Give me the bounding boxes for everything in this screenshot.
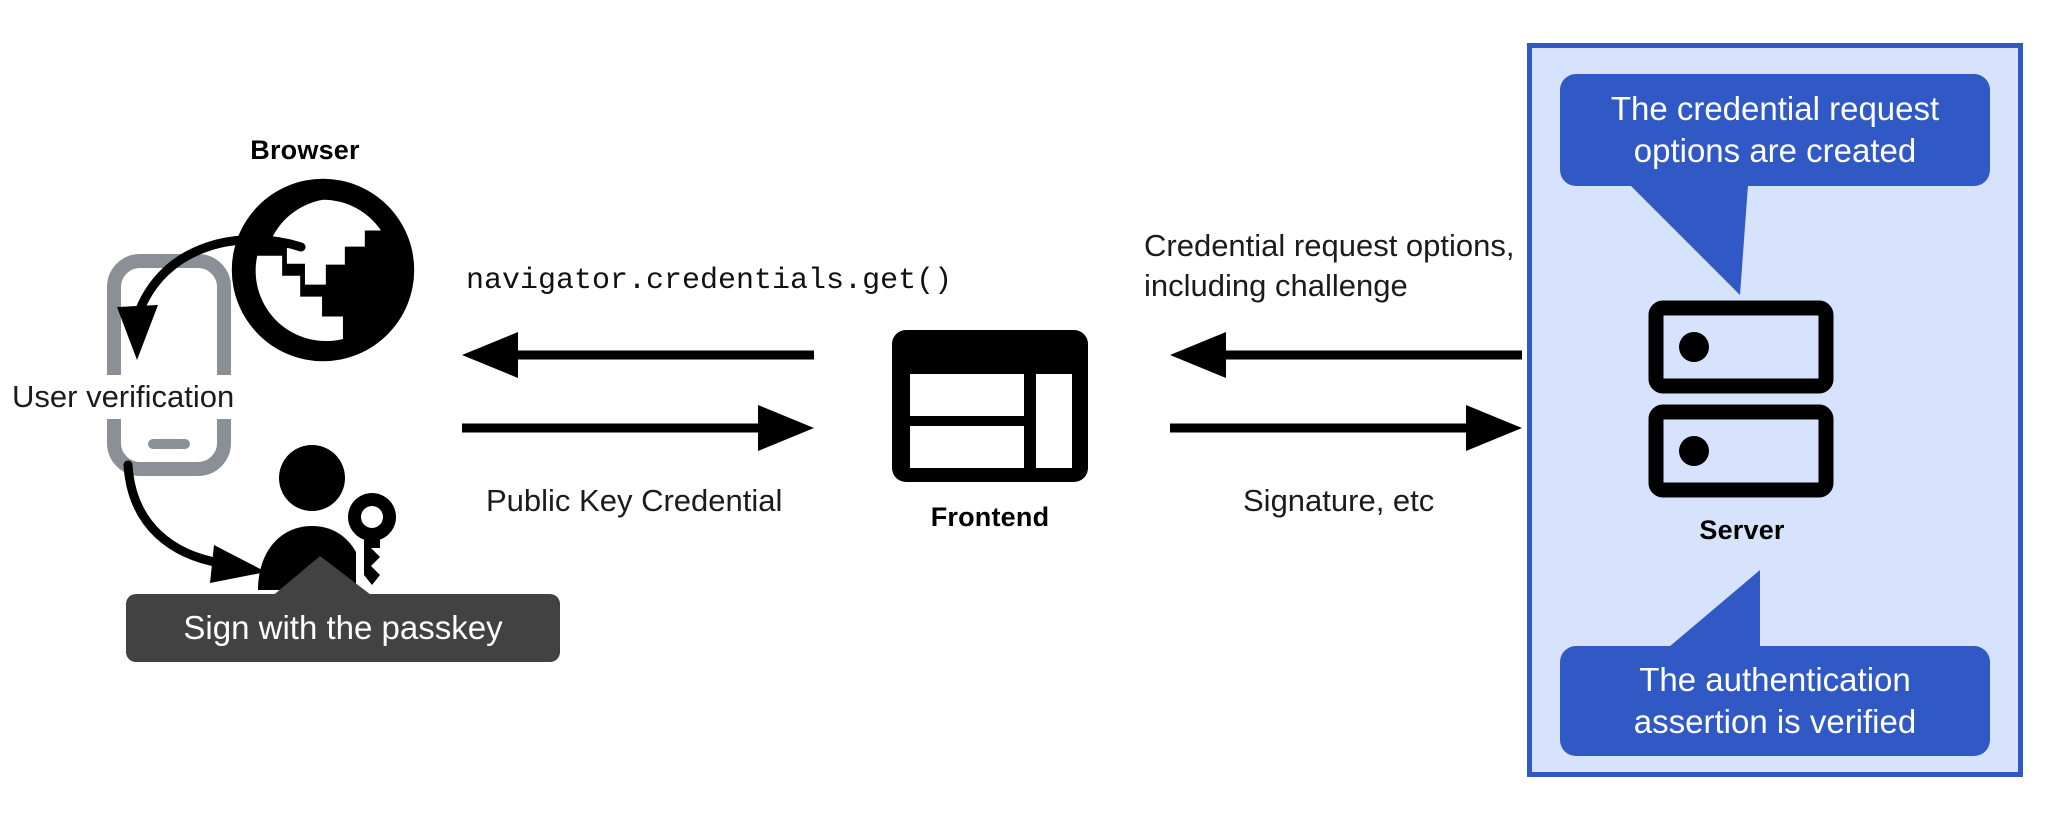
arrow-credential-request-options — [1170, 332, 1522, 378]
signature-etc-label: Signature, etc — [1243, 483, 1435, 518]
server-rack-icon — [1648, 300, 1834, 498]
mobile-phone-icon — [107, 254, 231, 476]
server-callout-top-pointer — [1630, 185, 1790, 295]
credential-request-options-label: Credential request options, including ch… — [1144, 228, 1515, 303]
globe-icon — [228, 175, 418, 365]
server-callout-bottom: The authentication assertion is verified — [1560, 646, 1990, 756]
server-label: Server — [1699, 515, 1785, 545]
arrow-credentials-get — [462, 332, 814, 378]
frontend-label: Frontend — [930, 502, 1050, 532]
server-callout-top: The credential request options are creat… — [1560, 74, 1990, 186]
sign-with-passkey-tooltip: Sign with the passkey — [126, 594, 560, 662]
sign-with-passkey-tooltip-pointer — [270, 556, 380, 598]
person-with-key-icon — [250, 440, 410, 590]
public-key-credential-label: Public Key Credential — [486, 483, 783, 518]
web-layout-icon — [892, 330, 1088, 482]
navigator-credentials-get-label: navigator.credentials.get() — [466, 264, 953, 298]
browser-label: Browser — [250, 135, 360, 165]
arrow-phone-to-user — [110, 455, 330, 590]
arrow-signature-etc — [1170, 405, 1522, 451]
user-verification-label: User verification — [8, 375, 239, 419]
arrow-public-key-credential — [462, 405, 814, 451]
arrow-browser-to-phone — [95, 225, 315, 385]
